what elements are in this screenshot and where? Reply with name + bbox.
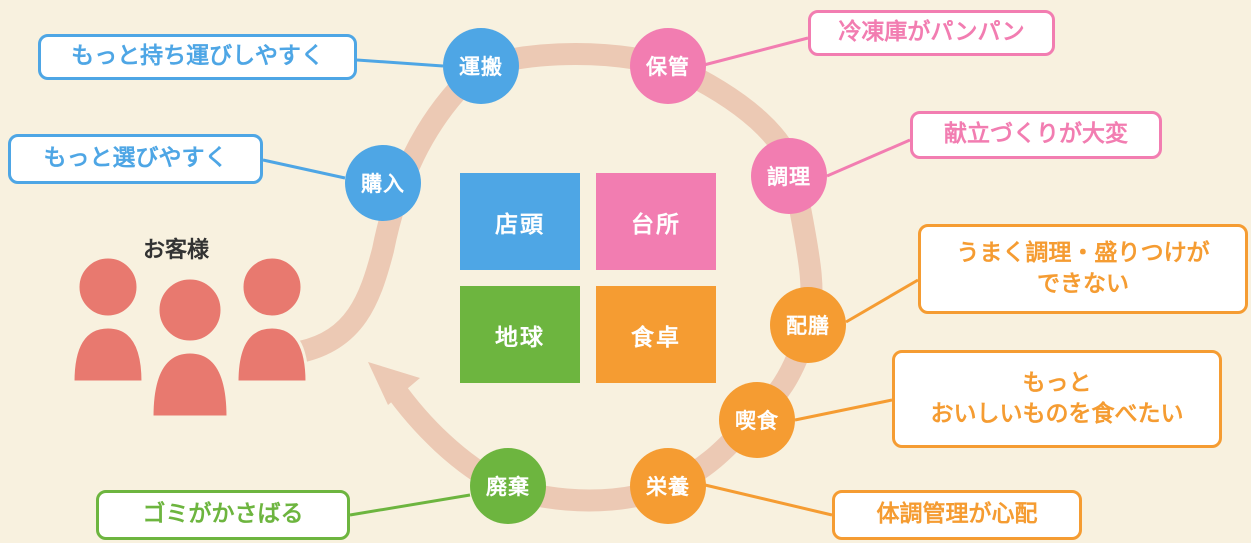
callout-plating-line1: うまく調理・盛りつけが bbox=[956, 239, 1210, 266]
callout-menu-planning: 献立づくりが大変 bbox=[910, 111, 1162, 159]
connector-freezer bbox=[699, 36, 809, 68]
cycle-arrowhead bbox=[368, 362, 420, 405]
customer-label: お客様 bbox=[143, 238, 210, 263]
callout-easier-to-choose: もっと選びやすく bbox=[8, 134, 263, 184]
stage-serving: 配膳 bbox=[770, 287, 846, 363]
stage-storage: 保管 bbox=[630, 28, 706, 104]
stage-disposal: 廃棄 bbox=[470, 448, 546, 524]
connector-choose bbox=[262, 158, 346, 180]
callout-health: 体調管理が心配 bbox=[832, 490, 1082, 540]
stage-transport: 運搬 bbox=[443, 28, 519, 104]
connector-plating bbox=[845, 278, 919, 324]
stage-cooking: 調理 bbox=[751, 138, 827, 214]
quad-store: 店頭 bbox=[460, 173, 580, 270]
connector-garbage bbox=[349, 493, 471, 517]
quad-kitchen: 台所 bbox=[596, 173, 716, 270]
connector-menu bbox=[826, 138, 911, 178]
stage-purchase: 購入 bbox=[345, 145, 421, 221]
stage-eating: 喫食 bbox=[719, 382, 795, 458]
callout-plating-line2: できない bbox=[1037, 271, 1129, 297]
callout-easier-to-carry: もっと持ち運びしやすく bbox=[38, 34, 357, 80]
callout-tastier-line2: おいしいものを食べたい bbox=[930, 401, 1184, 427]
connector-carry bbox=[356, 58, 444, 68]
connector-tastier bbox=[794, 398, 893, 422]
quad-table: 食卓 bbox=[596, 286, 716, 383]
callout-tastier: もっと おいしいものを食べたい bbox=[892, 350, 1222, 448]
callout-freezer-full: 冷凍庫がパンパン bbox=[808, 10, 1055, 56]
connector-health bbox=[704, 483, 833, 517]
quad-earth: 地球 bbox=[460, 286, 580, 383]
callout-plating: うまく調理・盛りつけが できない bbox=[918, 224, 1248, 314]
stage-nutrition: 栄養 bbox=[630, 448, 706, 524]
customer-group-icon bbox=[71, 255, 309, 417]
callout-garbage: ゴミがかさばる bbox=[96, 490, 350, 540]
callout-tastier-line1: もっと bbox=[1022, 369, 1092, 396]
